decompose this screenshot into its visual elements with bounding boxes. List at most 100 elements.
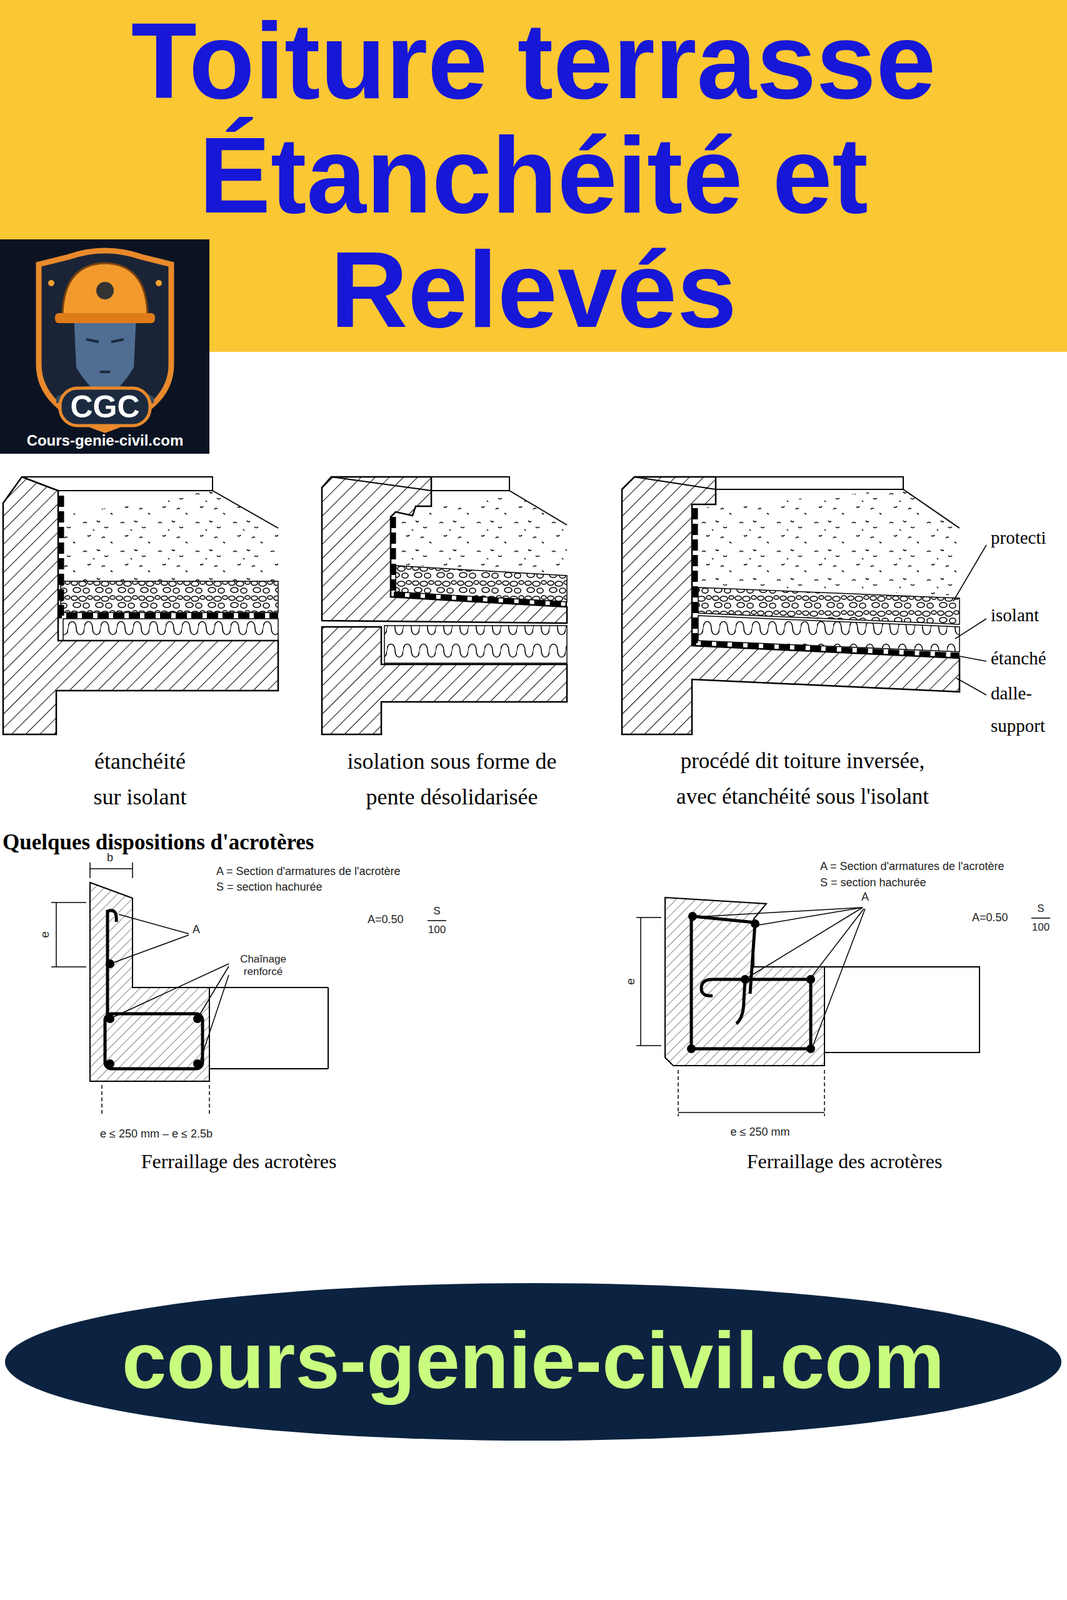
section-drawing <box>698 489 960 596</box>
parapet-detail <box>813 908 866 1046</box>
parapet-detail <box>90 862 133 879</box>
legend-note: S = section hachurée <box>820 876 927 891</box>
layer-label: dalle- support <box>990 677 1061 742</box>
section-drawing <box>63 618 279 641</box>
parapet-detail <box>1031 917 1051 919</box>
logo-emblem <box>62 263 148 318</box>
parapet-detail <box>200 975 229 1062</box>
section-heading: Quelques dispositions d'acrotères <box>2 829 315 856</box>
parapet-detail <box>636 917 662 1046</box>
parapet-detail <box>198 966 229 1017</box>
formula: A=0.50 <box>367 913 404 927</box>
formula: S <box>433 905 441 918</box>
parapet-detail <box>811 908 864 977</box>
layer-label: protecti <box>990 526 1047 549</box>
logo-emblem <box>155 280 162 287</box>
formula: A=0.50 <box>971 911 1009 926</box>
section-drawing <box>903 489 960 529</box>
parapet-detail <box>118 914 189 934</box>
logo-emblem <box>96 281 114 300</box>
parapet-detail <box>113 935 189 963</box>
parapet-detail <box>678 1112 825 1114</box>
section-drawing <box>3 476 279 735</box>
parapet-detail <box>105 1013 203 1069</box>
parapet-detail <box>736 979 746 1024</box>
figure-caption: isolation sous forme de pente désolidari… <box>333 743 571 816</box>
logo-emblem <box>48 280 55 287</box>
parapet-detail <box>636 907 1051 1117</box>
logo-site-name: Cours-genie-civil.com <box>26 431 184 451</box>
logo-emblem <box>86 339 124 372</box>
section-drawing <box>621 476 960 735</box>
figure-caption: étanchéité sur isolant <box>82 743 199 816</box>
layer-label: isolant <box>990 604 1039 627</box>
site-url: cours-genie-civil.com <box>121 1312 945 1409</box>
legend-note: A = Section d'armatures de l'acrotère <box>216 865 401 879</box>
layer-label: étanché <box>990 647 1047 670</box>
parapet-detail <box>806 1044 816 1054</box>
parapet-detail <box>696 907 863 917</box>
section-drawing <box>60 581 279 613</box>
site-banner: cours-genie-civil.com <box>5 1283 1062 1441</box>
parapet-detail <box>51 862 447 1117</box>
logo-emblem <box>73 314 137 395</box>
logo-emblem <box>55 313 156 324</box>
formula: 100 <box>428 923 446 937</box>
logo-initials: CGC <box>70 388 140 426</box>
parapet-detail <box>678 1070 825 1117</box>
section-drawing <box>393 516 567 605</box>
parapet-detail <box>51 862 447 1117</box>
parapet-detail <box>101 1085 210 1117</box>
callout-letter: A <box>192 923 201 937</box>
parapet-detail <box>806 975 816 984</box>
formula: S <box>1036 902 1044 916</box>
section-drawing <box>61 495 279 616</box>
parapet-detail <box>427 920 447 922</box>
logo-emblem <box>38 250 172 431</box>
section-drawing <box>695 508 960 656</box>
section-drawing <box>212 490 279 529</box>
parapet-detail <box>105 959 115 969</box>
callout-letter: A <box>861 890 869 905</box>
parapet-detail <box>51 902 87 967</box>
parapet-detail <box>740 975 750 984</box>
section-drawing <box>384 625 567 664</box>
legend-note: S = section hachurée <box>216 880 323 895</box>
callout-note: Chaînage renforcé <box>231 953 295 979</box>
parapet-detail <box>665 897 825 1066</box>
formula: 100 <box>1031 921 1050 934</box>
leader-line <box>956 678 987 696</box>
leader-line <box>953 545 987 602</box>
parapet-detail <box>686 1044 696 1054</box>
dimension-label: b <box>106 851 114 866</box>
leader-line <box>953 545 987 696</box>
parapet-detail <box>748 907 863 977</box>
section-drawing <box>395 565 567 602</box>
parapet-detail <box>688 911 697 921</box>
parapet-detail <box>758 907 863 926</box>
parapet-detail <box>113 963 229 1017</box>
figure-caption: Ferraillage des acrotères <box>141 1149 337 1174</box>
section-drawing <box>509 490 567 526</box>
parapet-detail <box>193 1014 202 1024</box>
parapet-detail <box>636 897 1051 1117</box>
dimension-note: e ≤ 250 mm – e ≤ 2.5b <box>100 1127 213 1142</box>
dimension-label: e <box>623 978 639 986</box>
section-drawing <box>321 476 567 624</box>
section-drawing <box>621 476 960 735</box>
leader-line <box>955 618 987 639</box>
parapet-detail <box>686 911 816 1054</box>
parapet-detail <box>90 882 210 1082</box>
logo-badge: CGC Cours-genie-civil.com <box>0 239 210 454</box>
section-drawing <box>321 626 567 735</box>
logo-emblem <box>60 388 151 426</box>
section-drawing <box>60 490 279 582</box>
dimension-note: e ≤ 250 mm <box>730 1125 791 1140</box>
parapet-detail <box>750 919 760 929</box>
parapet-detail <box>105 1014 115 1024</box>
section-drawing <box>3 476 279 735</box>
dimension-label: e <box>38 931 53 939</box>
parapet-detail <box>105 1059 115 1069</box>
section-drawing <box>321 476 567 735</box>
